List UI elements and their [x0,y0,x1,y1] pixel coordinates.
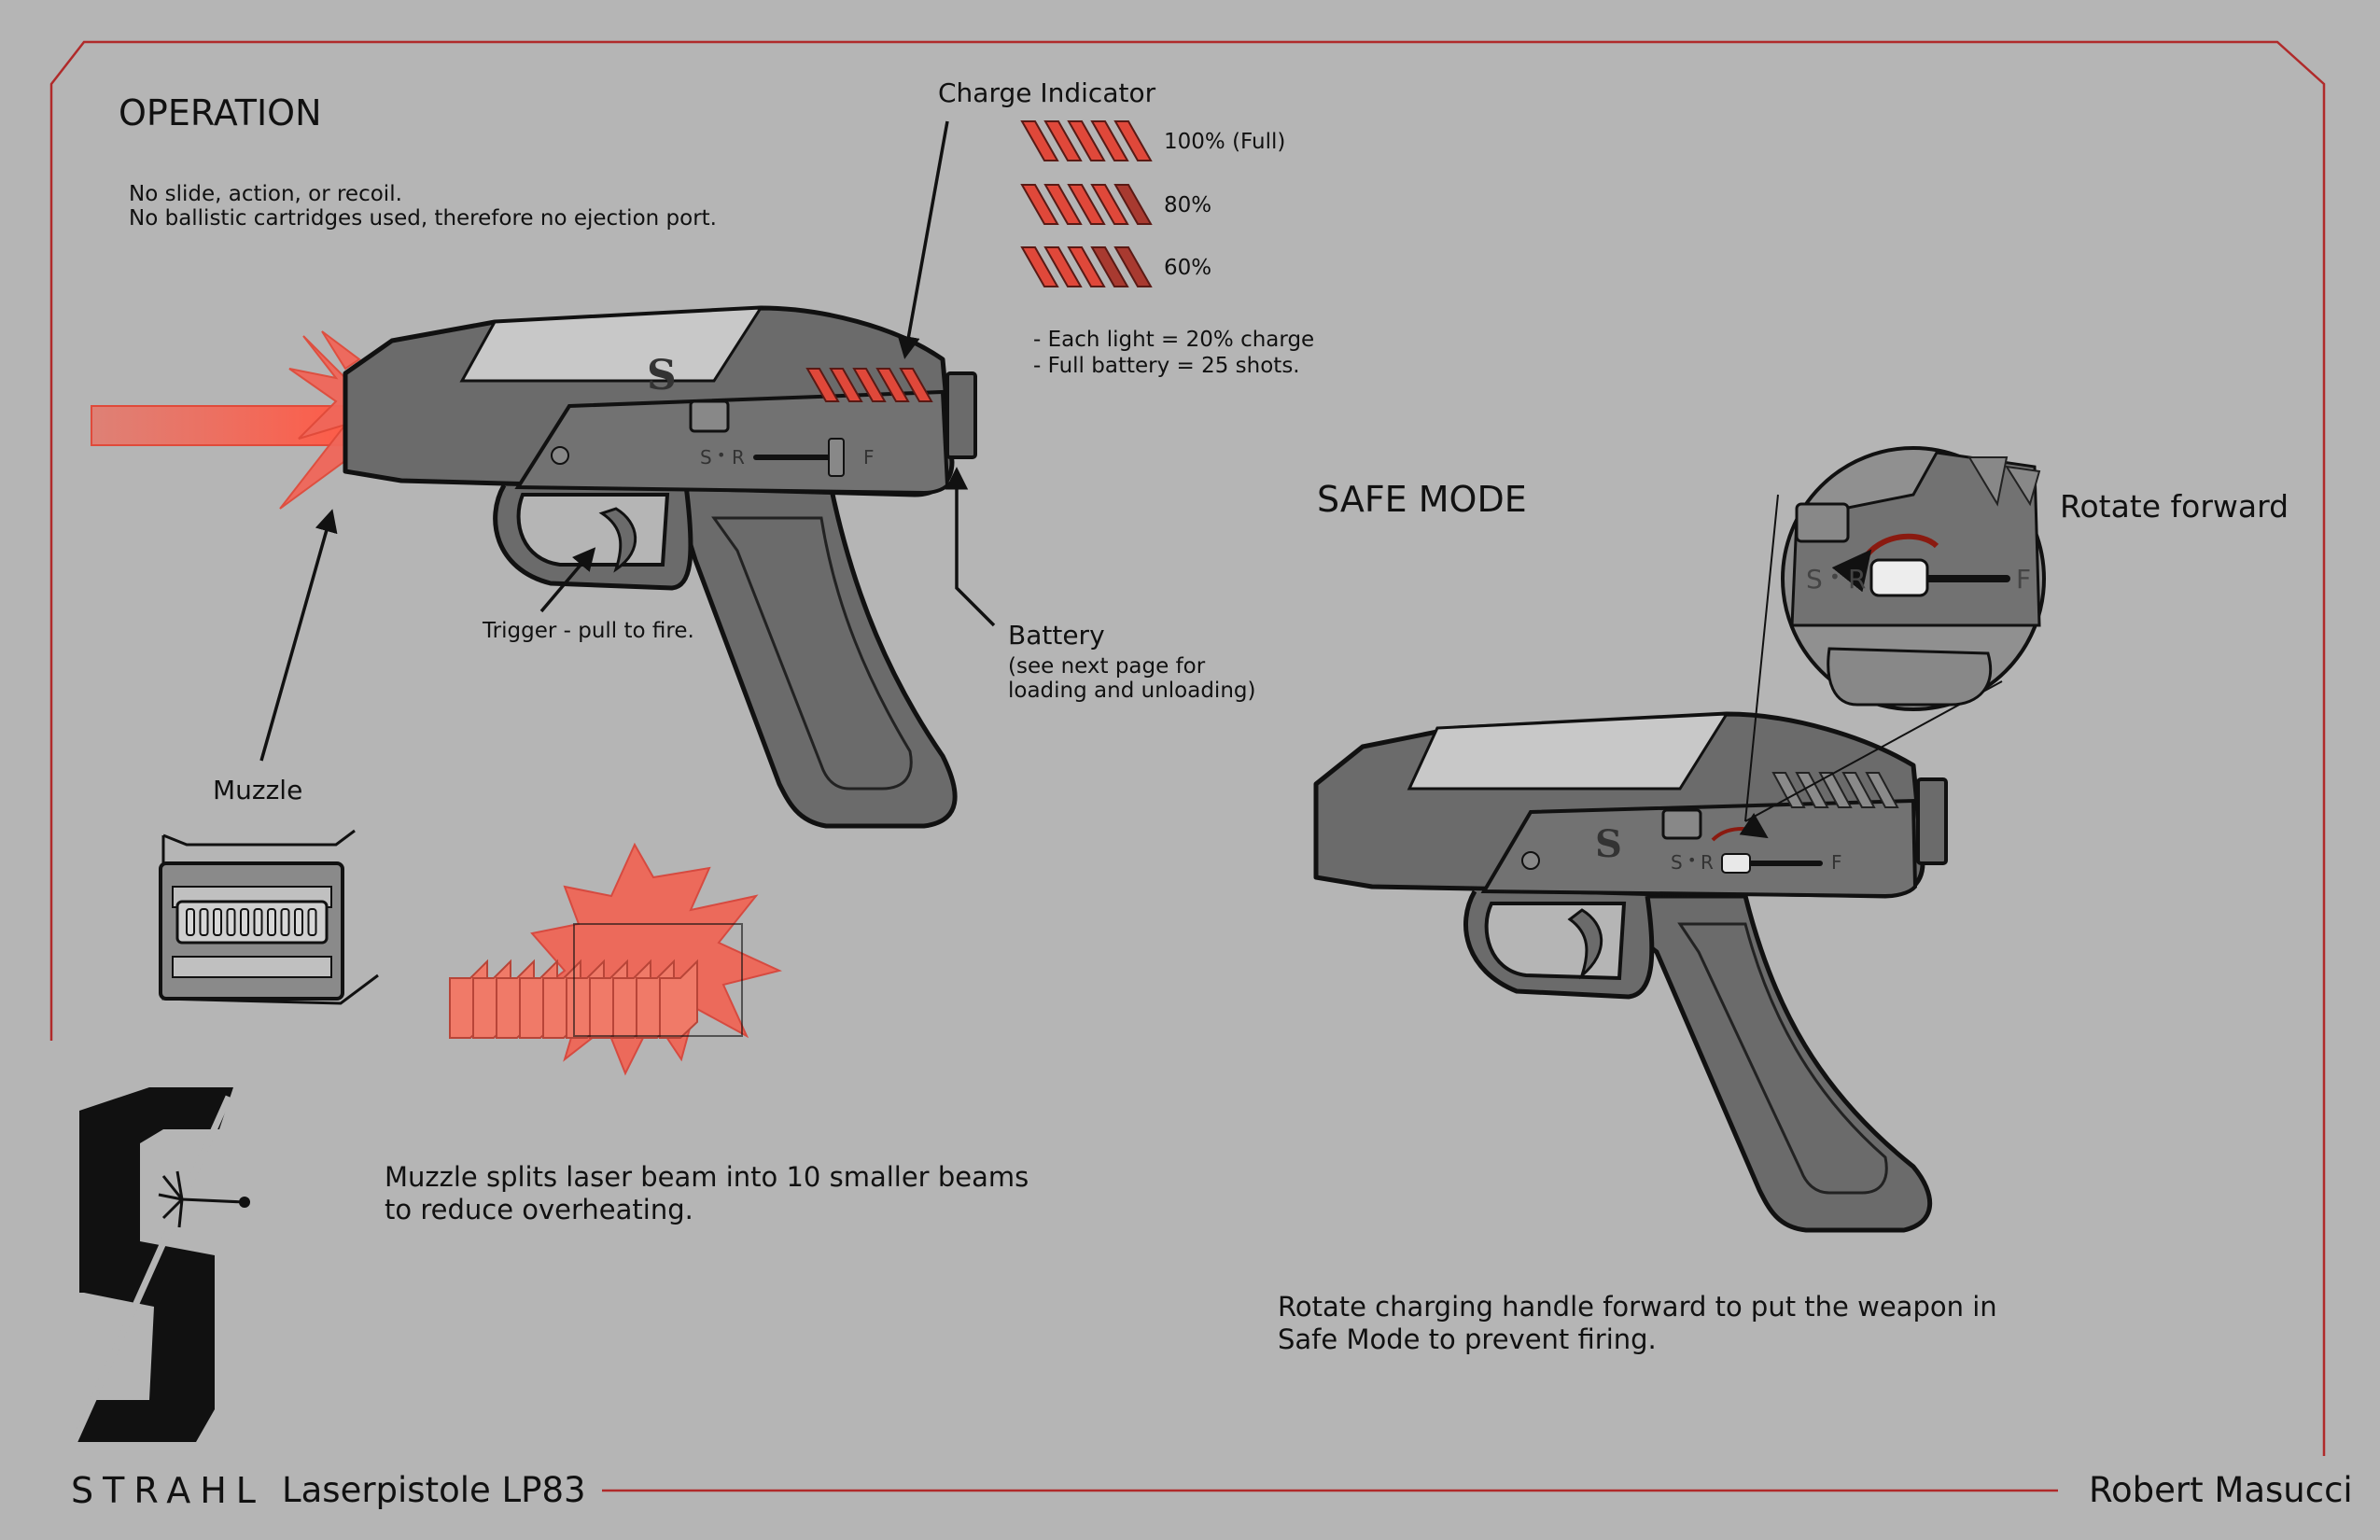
charge-light [1020,120,1059,161]
muzzle-note-line2: to reduce overheating. [385,1194,693,1225]
grille-slot [280,908,290,936]
battery-label: Battery [1008,620,1105,651]
selector-label-r: R [732,446,745,469]
grille-slot [240,908,249,936]
charge-light [1113,120,1153,161]
safe-mode-heading: SAFE MODE [1317,479,1527,520]
zoom-selector-s: S [1806,564,1823,595]
safe-selector-f: F [1831,851,1842,874]
charge-level-80: 80% [1164,193,1212,217]
trigger [598,507,637,573]
safe-mode-note-line2: Safe Mode to prevent firing. [1278,1323,1657,1355]
selector-zoom-callout [1781,446,2046,711]
selector-knob [828,438,845,477]
author-name: Robert Masucci [2089,1470,2353,1510]
frame-pin [551,446,569,465]
grille-slot [199,908,209,936]
charge-light [1020,184,1059,225]
safe-selector-dot: • [1687,851,1697,869]
model-name: Laserpistole LP83 [282,1470,586,1510]
charge-light [1043,184,1083,225]
grille-slot [213,908,222,936]
charge-light [1113,184,1153,225]
selector-label-f: F [863,446,875,469]
brand-name: STRAHL [71,1470,265,1511]
grille-slot [226,908,236,936]
callout-arrows [259,120,996,762]
selector-label-dot: • [717,446,726,464]
charge-light [1090,120,1129,161]
battery-note-line1: (see next page for [1008,654,1206,679]
pistol-frame [514,389,950,496]
grille-slot [267,908,276,936]
grille-slot [186,908,195,936]
muzzle-detail [159,829,379,1005]
grille-slot [253,908,263,936]
charge-note-line1: - Each light = 20% charge [1033,328,1315,352]
charge-indicator-label: Charge Indicator [938,77,1156,108]
charge-light [1090,246,1129,287]
split-beam [659,959,698,1039]
charge-level-60: 60% [1164,256,1212,280]
charge-light [1043,246,1083,287]
charge-light [1067,120,1106,161]
safe-selector-r: R [1701,851,1714,874]
muzzle-label: Muzzle [213,775,303,805]
grille-slot [294,908,303,936]
charge-note-line2: - Full battery = 25 shots. [1033,354,1300,378]
safe-pistol-emblem: S [1595,822,1622,866]
charge-light [1020,246,1059,287]
charge-light [1090,184,1129,225]
charging-handle [689,399,730,433]
safe-selector-s: S [1671,851,1683,874]
grille-slot [307,908,317,936]
strahl-logo [66,1087,250,1453]
battery-note-line2: loading and unloading) [1008,679,1256,703]
charge-light [1043,120,1083,161]
charge-level-100: 100% (Full) [1164,130,1286,154]
pistol-main [91,305,977,829]
charge-light [1067,184,1106,225]
top-window [459,306,763,383]
selector-label-s: S [700,446,712,469]
zoom-selector-f: F [2016,564,2032,595]
operation-heading: OPERATION [119,92,322,133]
muzzle-note-line1: Muzzle splits laser beam into 10 smaller… [385,1161,1029,1193]
trigger-label: Trigger - pull to fire. [483,619,694,643]
zoom-selector-r: R [1848,564,1867,595]
charge-bars [1020,120,1153,287]
pistol-safe-mode [1313,494,2003,1233]
pistol-emblem: S [647,352,677,399]
battery-block [945,371,977,459]
operation-note-line1: No slide, action, or recoil. [129,182,402,206]
rotate-forward-label: Rotate forward [2060,488,2289,525]
charge-light [1067,246,1106,287]
zoom-selector-dot: • [1829,566,1841,588]
grip-panel [711,516,913,791]
frame-border [49,40,2326,1456]
muzzle-firing [449,842,782,1076]
pistol-grip [669,483,958,829]
operation-note-line2: No ballistic cartridges used, therefore … [129,206,717,231]
charge-light [1113,246,1153,287]
pistol-indicator-lights [805,368,933,402]
safe-mode-note-line1: Rotate charging handle forward to put th… [1278,1291,1997,1323]
